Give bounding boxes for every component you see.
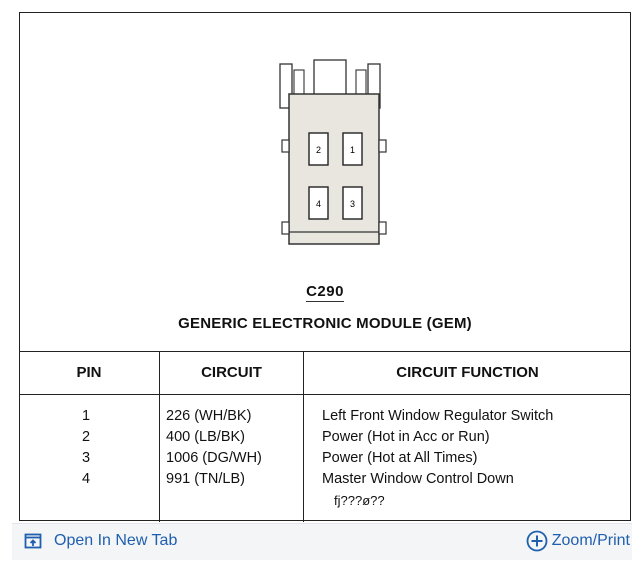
image-toolbar: Open In New Tab Zoom/Print xyxy=(12,523,632,560)
pin-cavity-2 xyxy=(308,132,329,166)
connector-tab-right-top xyxy=(378,139,387,153)
pin-table: PIN 1 2 3 4 CIRCUIT 226 (WH/BK) 400 (LB/… xyxy=(19,351,631,522)
pin-cavity-3 xyxy=(342,186,363,220)
header-circuit: CIRCUIT xyxy=(160,352,303,395)
open-in-new-tab-label: Open In New Tab xyxy=(54,532,178,549)
pin-label-3: 3 xyxy=(350,199,355,209)
table-cell-pin: 2 xyxy=(81,429,91,445)
table-cell-pin: 1 xyxy=(81,408,91,424)
connector-diagram: 2 1 4 3 C290 GENERIC ELECTRONIC MODULE (… xyxy=(19,12,631,522)
connector-body xyxy=(288,93,380,245)
connector-drawing: 2 1 4 3 xyxy=(279,59,387,245)
header-pin: PIN xyxy=(19,352,159,395)
connector-tab-left-bottom xyxy=(281,221,290,235)
pin-cavity-4 xyxy=(308,186,329,220)
table-cell-pin: 3 xyxy=(81,450,91,466)
table-cell-circuit: 400 (LB/BK) xyxy=(166,429,245,445)
open-in-new-tab-link[interactable]: Open In New Tab xyxy=(24,532,177,550)
open-new-tab-icon xyxy=(24,532,42,550)
circuit-column: CIRCUIT 226 (WH/BK) 400 (LB/BK) 1006 (DG… xyxy=(159,352,303,522)
table-cell-function: Power (Hot in Acc or Run) xyxy=(322,429,490,445)
table-cell-function: Power (Hot at All Times) xyxy=(322,450,478,466)
pin-column: PIN 1 2 3 4 xyxy=(19,352,159,522)
table-cell-circuit: 1006 (DG/WH) xyxy=(166,450,262,466)
pin-cavity-1 xyxy=(342,132,363,166)
table-cell-circuit: 991 (TN/LB) xyxy=(166,471,245,487)
connector-id: C290 xyxy=(20,283,630,302)
module-name: GENERIC ELECTRONIC MODULE (GEM) xyxy=(178,315,472,332)
table-cell-pin: 4 xyxy=(81,471,91,487)
connector-tab-left-top xyxy=(281,139,290,153)
pin-label-4: 4 xyxy=(316,199,321,209)
connector-tab-right-bottom xyxy=(378,221,387,235)
pin-label-1: 1 xyxy=(350,145,355,155)
function-column: CIRCUIT FUNCTION Left Front Window Regul… xyxy=(303,352,631,522)
table-cell-circuit: 226 (WH/BK) xyxy=(166,408,252,424)
zoom-print-link[interactable]: Zoom/Print xyxy=(526,530,630,552)
zoom-plus-icon xyxy=(526,530,548,552)
header-circuit-function: CIRCUIT FUNCTION xyxy=(304,352,631,395)
table-cell-function: Left Front Window Regulator Switch xyxy=(322,408,554,424)
table-cell-function: Master Window Control Down xyxy=(322,471,514,487)
trailing-text: fj???ø?? xyxy=(334,493,385,508)
zoom-print-label: Zoom/Print xyxy=(551,532,630,549)
connector-id-text: C290 xyxy=(306,283,344,302)
pin-label-2: 2 xyxy=(316,145,321,155)
